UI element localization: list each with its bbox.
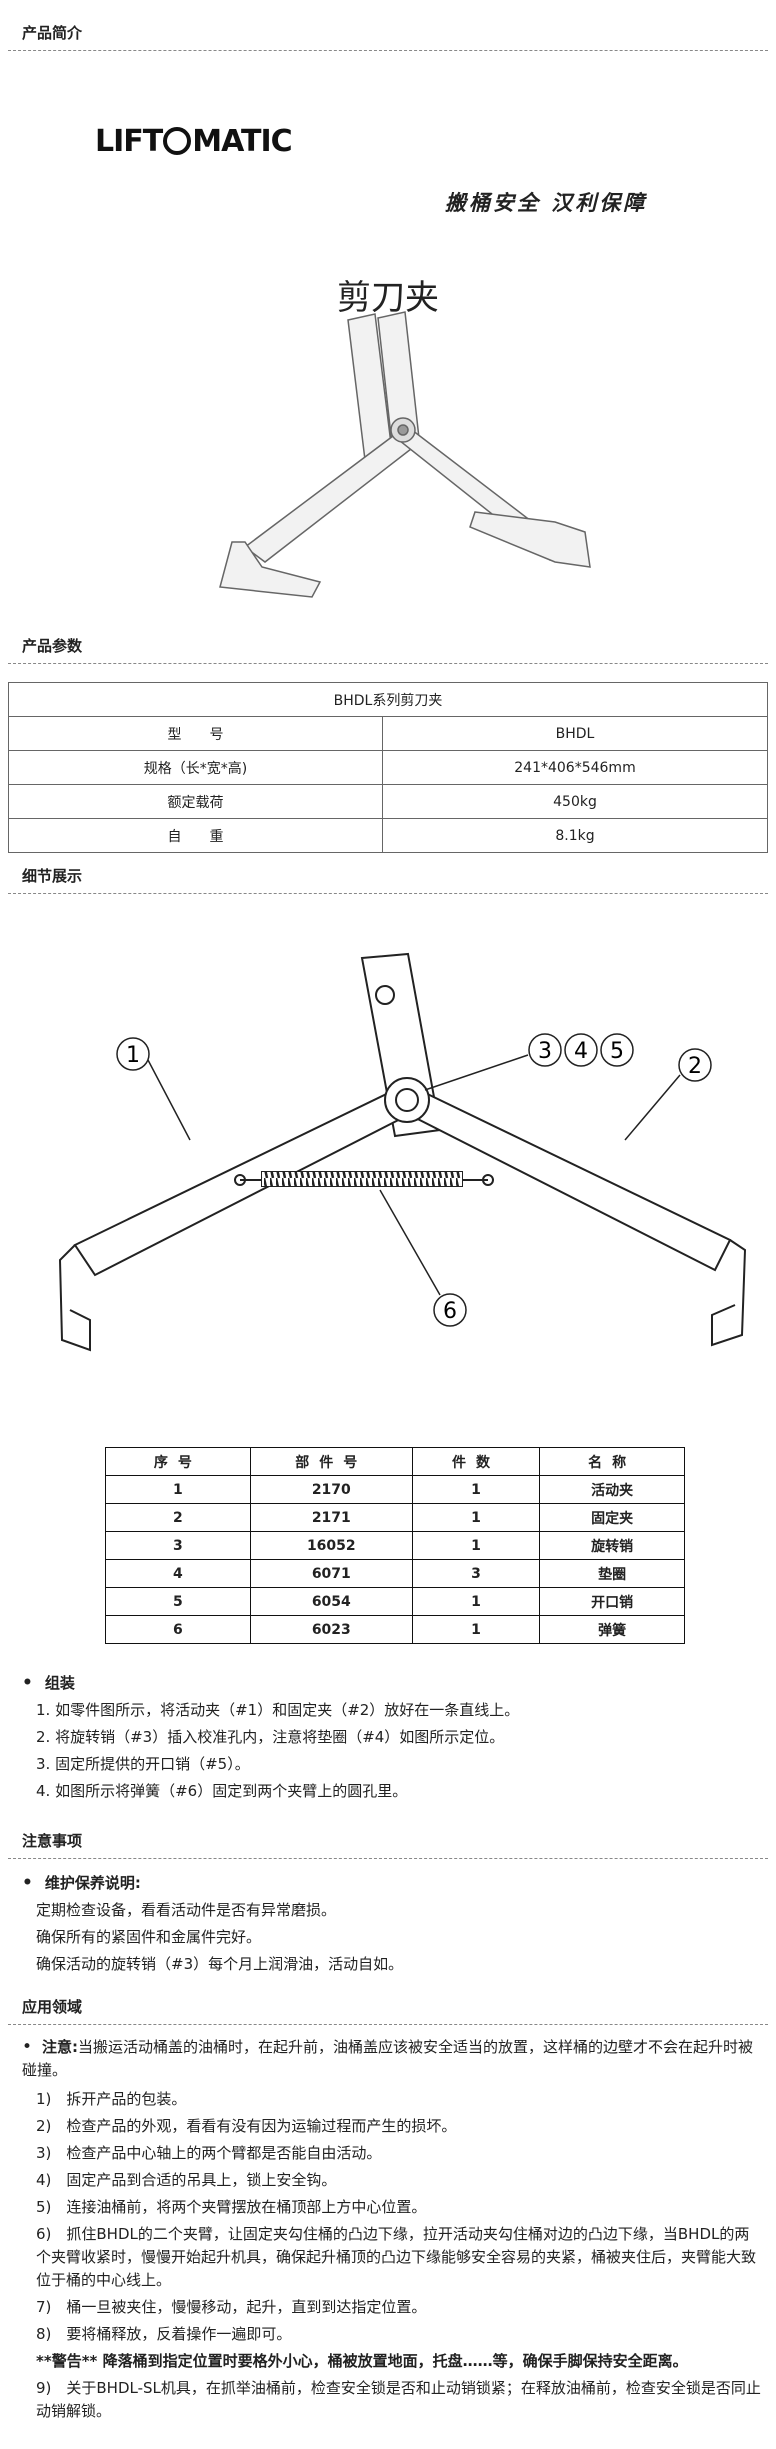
callout-1: 1	[116, 1037, 150, 1071]
list-item: 8) 要将桶释放，反着操作一遍即可。	[36, 2325, 292, 2343]
list-item: 4) 固定产品到合适的吊具上，锁上安全钩。	[36, 2171, 337, 2189]
list-item: 2) 检查产品的外观，看看有没有因为运输过程而产生的损坏。	[36, 2117, 457, 2135]
bullet-icon: •	[22, 2037, 33, 2057]
logo-ring-icon	[163, 127, 192, 155]
product-hero: LIFT MATIC 搬桶安全 汉利保障 剪刀夹	[0, 42, 776, 602]
table-header-row: 序号 部件号 件数 名称	[105, 1447, 685, 1476]
table-row: 规格（长*宽*高)241*406*546mm	[8, 750, 768, 785]
list-item: 6) 抓住BHDL的二个夹臂，让固定夹勾住桶的凸边下缘，拉开活动夹勾住桶对边的凸…	[36, 2225, 757, 2289]
section-title-detail: 细节展示	[22, 867, 83, 885]
svg-text:4: 4	[574, 1039, 588, 1064]
list-item: 2. 将旋转销（#3）插入校准孔内，注意将垫圈（#4）如图所示定位。	[36, 1728, 505, 1746]
section-title-params: 产品参数	[22, 637, 83, 655]
svg-text:2: 2	[688, 1054, 702, 1079]
logo-right: MATIC	[192, 124, 292, 159]
params-table-title: BHDL系列剪刀夹	[8, 682, 768, 717]
maintenance-heading: 维护保养说明:	[22, 1870, 403, 1897]
divider	[8, 2024, 768, 2025]
list-item: 确保活动的旋转销（#3）每个月上润滑油，活动自如。	[36, 1955, 404, 1973]
slogan: 搬桶安全 汉利保障	[445, 190, 648, 215]
product-name: 剪刀夹	[337, 278, 439, 318]
brand-logo: LIFT MATIC	[95, 124, 293, 159]
callout-3: 3	[528, 1033, 562, 1067]
warning-text: **警告** 降落桶到指定位置时要格外小心，桶被放置地面，托盘……等，确保手脚保…	[36, 2352, 688, 2370]
callout-6: 6	[433, 1293, 467, 1327]
application-note: •注意:当搬运活动桶盖的油桶时，在起升前，油桶盖应该被安全适当的放置，这样桶的边…	[22, 2037, 754, 2079]
callout-4: 4	[564, 1033, 598, 1067]
list-item: 3. 固定所提供的开口销（#5）。	[36, 1755, 250, 1773]
logo-left: LIFT	[95, 124, 163, 159]
assembly-block: 组装 1. 如零件图所示，将活动夹（#1）和固定夹（#2）放好在一条直线上。 2…	[22, 1670, 519, 1805]
divider	[8, 893, 768, 894]
list-item: 确保所有的紧固件和金属件完好。	[36, 1928, 262, 1946]
svg-text:6: 6	[443, 1299, 457, 1324]
list-item: 3) 检查产品中心轴上的两个臂都是否能自由活动。	[36, 2144, 382, 2162]
svg-text:5: 5	[610, 1039, 624, 1064]
section-title-notes: 注意事项	[22, 1832, 83, 1850]
maintenance-block: 维护保养说明: 定期检查设备，看看活动件是否有异常磨损。 确保所有的紧固件和金属…	[22, 1870, 403, 1978]
divider	[8, 1858, 768, 1859]
svg-text:1: 1	[126, 1043, 140, 1068]
divider	[8, 663, 768, 664]
callout-2: 2	[678, 1048, 712, 1082]
section-title-intro: 产品简介	[22, 24, 83, 42]
assembly-heading: 组装	[22, 1670, 519, 1697]
section-title-application: 应用领域	[22, 1998, 83, 2016]
list-item: 4. 如图所示将弹簧（#6）固定到两个夹臂上的圆孔里。	[36, 1782, 408, 1800]
callout-5: 5	[600, 1033, 634, 1067]
list-item: 定期检查设备，看看活动件是否有异常磨损。	[36, 1901, 337, 1919]
product-photo	[219, 311, 591, 598]
application-block: •注意:当搬运活动桶盖的油桶时，在起升前，油桶盖应该被安全适当的放置，这样桶的边…	[22, 2036, 762, 2427]
list-item: 1. 如零件图所示，将活动夹（#1）和固定夹（#2）放好在一条直线上。	[36, 1701, 520, 1719]
divider	[8, 50, 768, 51]
list-item: 9) 关于BHDL-SL机具，在抓举油桶前，检查安全锁是否和止动销锁紧；在释放油…	[36, 2379, 761, 2420]
list-item: 1) 拆开产品的包装。	[36, 2090, 187, 2108]
parts-diagram: 1 2 3 4 5 6	[58, 952, 747, 1352]
list-item: 5) 连接油桶前，将两个夹臂摆放在桶顶部上方中心位置。	[36, 2198, 427, 2216]
svg-text:3: 3	[538, 1039, 552, 1064]
list-item: 7) 桶一旦被夹住，慢慢移动，起升，直到到达指定位置。	[36, 2298, 427, 2316]
